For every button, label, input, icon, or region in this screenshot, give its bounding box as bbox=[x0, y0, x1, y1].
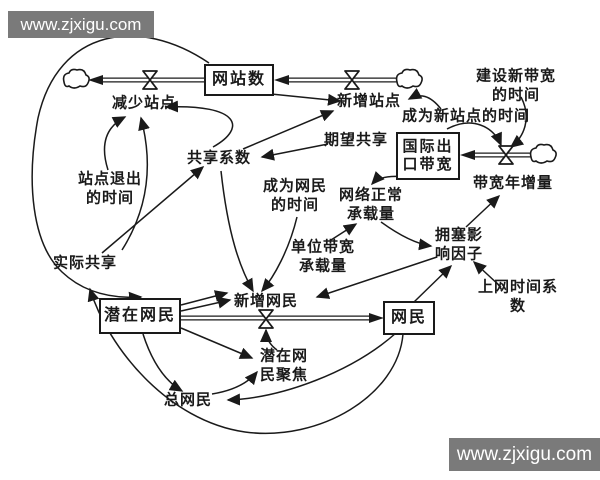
node-expected-share: 期望共享 bbox=[323, 132, 389, 149]
arrow-potential-to-newnetizens bbox=[180, 290, 229, 306]
node-become-new-site-time: 成为新站点的时间 bbox=[401, 108, 531, 125]
node-become-netizen-time: 成为网民 的时间 bbox=[262, 178, 328, 213]
flow-arrowhead bbox=[369, 313, 384, 323]
stock-websites: 网站数 bbox=[204, 64, 274, 96]
node-potential-netizen-focus: 潜在网 民聚焦 bbox=[259, 348, 309, 383]
arrow-expected-to-coeff bbox=[260, 143, 329, 161]
flow-arrowhead bbox=[460, 150, 475, 160]
watermark-bottom-right: www.zjxigu.com bbox=[449, 438, 600, 471]
node-capacity-per-bandwidth: 单位带宽 承载量 bbox=[290, 239, 356, 274]
arrow-potential-to-newnetizens-2 bbox=[180, 296, 232, 312]
flow-arrowhead bbox=[274, 75, 289, 85]
arrow-exit-time-to-decrease bbox=[103, 116, 127, 171]
node-network-normal-capacity: 网络正常 承载量 bbox=[338, 187, 404, 222]
arrow-websites-to-increase bbox=[270, 93, 342, 106]
node-build-new-bandwidth-time: 建设新带宽的时间 bbox=[475, 68, 556, 103]
arrow-potential-to-total bbox=[142, 333, 184, 392]
stock-netizens: 网民 bbox=[383, 301, 435, 335]
arrow-share-to-decrease bbox=[121, 116, 150, 251]
arrow-congestion-to-newnetizens bbox=[315, 256, 438, 299]
arrow-coeff-to-increase bbox=[242, 110, 335, 150]
arrow-focus-to-valve bbox=[260, 328, 278, 351]
arrow-total-to-focus bbox=[211, 370, 258, 395]
stock-intl-export-bandwidth: 国际出 口带宽 bbox=[396, 132, 460, 180]
node-site-exit-time: 站点退出 的时间 bbox=[77, 171, 143, 206]
stock-potential-netizens: 潜在网民 bbox=[99, 298, 181, 334]
flow-potential-to-netizens bbox=[179, 313, 384, 323]
arrow-congestion-to-bwincrease bbox=[465, 194, 501, 228]
arrow-potential-to-focus bbox=[180, 327, 254, 359]
cloud-icon bbox=[62, 68, 90, 89]
rate-site-decrease: 减少站点 bbox=[111, 95, 177, 112]
rate-site-increase: 新增站点 bbox=[336, 93, 402, 110]
flow-websites-to-sink bbox=[88, 75, 206, 85]
arrow-sitetime-to-increase bbox=[407, 87, 442, 110]
watermark-top-left: www.zjxigu.com bbox=[8, 11, 154, 38]
arrow-unitcap-to-capacity bbox=[330, 223, 358, 241]
arrow-onlinetime-to-congestion bbox=[472, 260, 502, 288]
arrow-buildtime-to-valve bbox=[509, 96, 527, 148]
rate-bandwidth-yearly-increase: 带宽年增量 bbox=[472, 175, 554, 192]
cloud-icon bbox=[529, 143, 557, 164]
node-share-coefficient: 共享系数 bbox=[186, 150, 252, 167]
arrow-actual-to-coeff bbox=[101, 166, 205, 254]
arrow-netizens-to-total bbox=[226, 332, 397, 406]
arrow-netizens-to-actual bbox=[87, 287, 404, 434]
flow-arrowhead bbox=[88, 75, 103, 85]
node-actual-share: 实际共享 bbox=[52, 255, 118, 272]
flow-source-to-websites bbox=[274, 75, 398, 85]
flow-source-to-bandwidth bbox=[460, 150, 532, 160]
arrow-coeff-to-newnetizens bbox=[220, 170, 254, 293]
rate-netizen-increase: 新增网民 bbox=[233, 293, 299, 310]
cloud-icon bbox=[395, 68, 423, 89]
node-online-time-coefficient: 上网时间系数 bbox=[477, 279, 558, 314]
arrow-netizentime-to-newnetizens bbox=[261, 216, 298, 293]
arrow-coeff-to-decrease bbox=[164, 100, 234, 148]
arrow-capacity-to-congestion bbox=[380, 221, 433, 251]
arrow-to-bandwidth-valve bbox=[446, 122, 502, 147]
node-congestion-factor: 拥塞影 响因子 bbox=[434, 227, 484, 262]
arrow-netizens-to-congestion bbox=[413, 264, 453, 303]
node-total-netizens: 总网民 bbox=[163, 392, 213, 409]
